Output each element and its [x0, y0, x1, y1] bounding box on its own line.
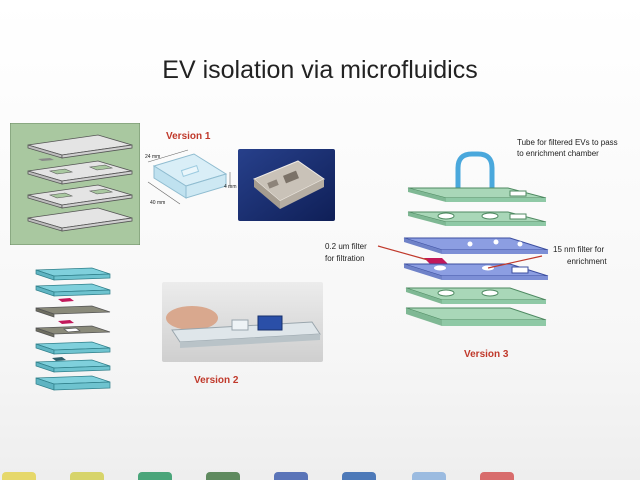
swatch-1: [2, 472, 36, 480]
enrichment-tube: [455, 151, 495, 191]
layer-blue-1: [403, 237, 549, 254]
version1-dim-height: 4 mm: [224, 184, 237, 190]
layer-top-green: [407, 187, 547, 202]
version1-dimension-drawing: [147, 149, 231, 205]
swatch-6: [342, 472, 376, 480]
swatch-3: [138, 472, 172, 480]
swatch-8: [480, 472, 514, 480]
filter-0-2um: [424, 258, 448, 264]
tube-annotation-line2: to enrichment chamber: [517, 149, 599, 158]
version1-exploded-cad: [10, 123, 140, 245]
version1-dim-width: 24 mm: [145, 154, 161, 160]
version1-dim-length: 40 mm: [150, 200, 166, 206]
version2-label: Version 2: [194, 375, 239, 386]
bottom-swatch-bar: [0, 472, 640, 480]
swatch-4: [206, 472, 240, 480]
layer-green-3: [405, 287, 547, 304]
version1-device-photo: [238, 149, 335, 221]
swatch-7: [412, 472, 446, 480]
filter-15nm-annotation-line1: 15 nm filter for: [553, 245, 605, 254]
swatch-5: [274, 472, 308, 480]
layer-bottom-green: [405, 307, 547, 326]
version2-exploded-stack: [35, 267, 111, 391]
filter-0-2um-annotation-line2: for filtration: [325, 254, 365, 263]
layer-green-2: [407, 211, 547, 226]
version1-label: Version 1: [166, 131, 211, 142]
filter-0-2um-annotation-line1: 0.2 um filter: [325, 242, 367, 251]
filter-15nm-annotation-line2: enrichment: [567, 257, 607, 266]
layer-blue-2: [403, 263, 549, 280]
swatch-2: [70, 472, 104, 480]
version2-device-photo: [162, 282, 323, 362]
version3-exploded-stack: [377, 151, 549, 326]
tube-annotation-line1: Tube for filtered EVs to pass: [517, 138, 618, 147]
version3-label: Version 3: [464, 349, 509, 360]
slide-title: EV isolation via microfluidics: [162, 56, 478, 84]
